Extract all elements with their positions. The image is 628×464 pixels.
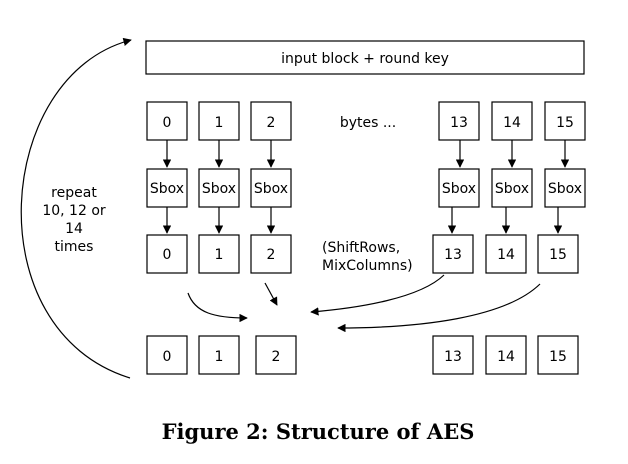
sub-byte-14-label: 14 bbox=[497, 247, 515, 263]
output-byte-15-box bbox=[537, 335, 579, 375]
sbox-13-box bbox=[438, 168, 480, 208]
output-byte-2-label: 2 bbox=[272, 349, 281, 365]
sbox-13-label: Sbox bbox=[442, 181, 476, 197]
sub-byte-1-label: 1 bbox=[215, 247, 224, 263]
sub-byte-15-box bbox=[537, 234, 579, 274]
input-byte-0-box bbox=[146, 101, 188, 141]
arrow-converge-center bbox=[264, 282, 278, 306]
sbox-15-label: Sbox bbox=[548, 181, 582, 197]
mixcolumns-label: MixColumns) bbox=[322, 258, 413, 274]
output-byte-14-label: 14 bbox=[497, 349, 515, 365]
input-block-label: input block + round key bbox=[281, 51, 449, 67]
repeat-label-line-4: times bbox=[55, 239, 94, 255]
input-byte-15-box bbox=[544, 101, 586, 141]
sub-byte-2-box bbox=[250, 234, 292, 274]
input-byte-15-label: 15 bbox=[556, 115, 574, 131]
figure-caption: Figure 2: Structure of AES bbox=[162, 419, 475, 444]
sbox-0-label: Sbox bbox=[150, 181, 184, 197]
input-byte-14-label: 14 bbox=[503, 115, 521, 131]
sub-byte-14-box bbox=[485, 234, 527, 274]
arrow-converge-right-2 bbox=[337, 283, 541, 333]
output-byte-1-label: 1 bbox=[215, 349, 224, 365]
input-byte-13-label: 13 bbox=[450, 115, 468, 131]
input-byte-2-label: 2 bbox=[267, 115, 276, 131]
repeat-label-line-2: 10, 12 or bbox=[42, 203, 106, 219]
sbox-2-label: Sbox bbox=[254, 181, 288, 197]
sbox-0-box bbox=[146, 168, 188, 208]
sbox-15-box bbox=[544, 168, 586, 208]
sbox-2-box bbox=[250, 168, 292, 208]
repeat-label-line-1: repeat bbox=[51, 185, 97, 201]
sub-byte-2-label: 2 bbox=[267, 247, 276, 263]
input-block-box bbox=[145, 40, 585, 75]
arrow-converge-right-1 bbox=[310, 274, 445, 316]
sub-byte-13-box bbox=[432, 234, 474, 274]
sub-byte-0-label: 0 bbox=[163, 247, 172, 263]
input-byte-0-label: 0 bbox=[163, 115, 172, 131]
sub-byte-0-box bbox=[146, 234, 188, 274]
input-byte-13-box bbox=[438, 101, 480, 141]
sub-byte-13-label: 13 bbox=[444, 247, 462, 263]
input-byte-1-label: 1 bbox=[215, 115, 224, 131]
output-byte-1-box bbox=[198, 335, 240, 375]
output-byte-2-box bbox=[255, 335, 297, 375]
bytes-ellipsis-label: bytes ... bbox=[340, 115, 396, 131]
sbox-14-label: Sbox bbox=[495, 181, 529, 197]
output-byte-14-box bbox=[485, 335, 527, 375]
sbox-1-label: Sbox bbox=[202, 181, 236, 197]
arrow-converge-left bbox=[187, 292, 248, 323]
repeat-loop-arrow bbox=[20, 37, 132, 379]
output-byte-0-label: 0 bbox=[163, 349, 172, 365]
output-byte-13-box bbox=[432, 335, 474, 375]
output-byte-15-label: 15 bbox=[549, 349, 567, 365]
output-byte-0-box bbox=[146, 335, 188, 375]
shiftrows-label: (ShiftRows, bbox=[322, 240, 400, 256]
sbox-14-box bbox=[491, 168, 533, 208]
input-byte-14-box bbox=[491, 101, 533, 141]
sub-byte-15-label: 15 bbox=[549, 247, 567, 263]
repeat-label-line-3: 14 bbox=[65, 221, 83, 237]
output-byte-13-label: 13 bbox=[444, 349, 462, 365]
sub-byte-1-box bbox=[198, 234, 240, 274]
